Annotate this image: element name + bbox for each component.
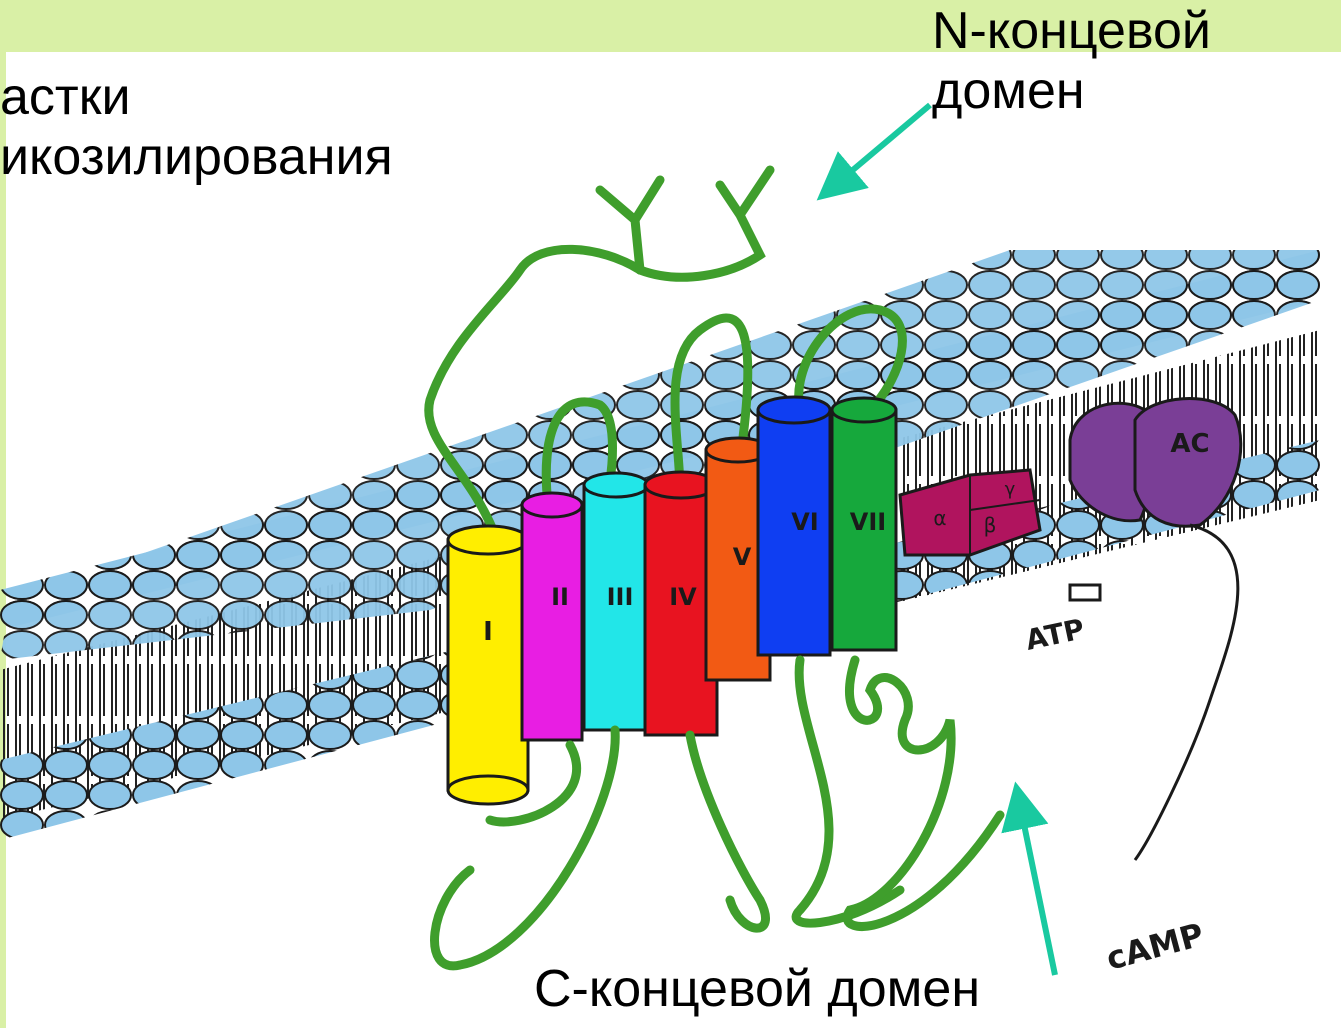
glycosylation-line-2: икозилирования <box>0 128 393 188</box>
n-terminal-domain-label: N-концевой домен <box>932 2 1211 122</box>
helix-VII-label: VII <box>850 508 886 536</box>
helix-V-label: V <box>733 543 752 571</box>
atp-label: ATP <box>1023 612 1088 657</box>
c-terminal-domain-label: С-концевой домен <box>534 960 980 1020</box>
n-term-line-2: домен <box>932 62 1211 122</box>
helix-II: II <box>522 493 582 740</box>
camp-label: cAMP <box>1102 915 1207 977</box>
g-beta-label: β <box>984 513 997 537</box>
g-gamma-label: γ <box>1005 479 1016 500</box>
helix-I-label: I <box>483 617 493 647</box>
g-alpha-label: α <box>933 506 946 530</box>
helix-VI: VI <box>758 397 830 655</box>
helix-III-label: III <box>607 583 634 611</box>
n-term-line-1: N-концевой <box>932 2 1211 62</box>
adenylyl-cyclase: AC <box>1070 399 1241 527</box>
helix-I: I <box>448 526 528 804</box>
helix-VI-label: VI <box>791 508 819 536</box>
helix-III: III <box>584 473 648 730</box>
glycosylation-sites-label: астки икозилирования <box>0 68 393 188</box>
helix-II-label: II <box>551 583 569 611</box>
atp-icon <box>1070 585 1100 600</box>
helix-IV-label: IV <box>669 583 697 611</box>
conversion-line <box>1135 525 1238 860</box>
c-term-arrow <box>1020 805 1055 975</box>
glycosylation-line-1: астки <box>0 68 393 128</box>
atp-camp-conversion: ATP cAMP <box>1023 525 1238 978</box>
n-term-arrow <box>835 105 930 185</box>
helix-VII: VII <box>832 398 896 650</box>
ac-label: AC <box>1170 429 1209 459</box>
